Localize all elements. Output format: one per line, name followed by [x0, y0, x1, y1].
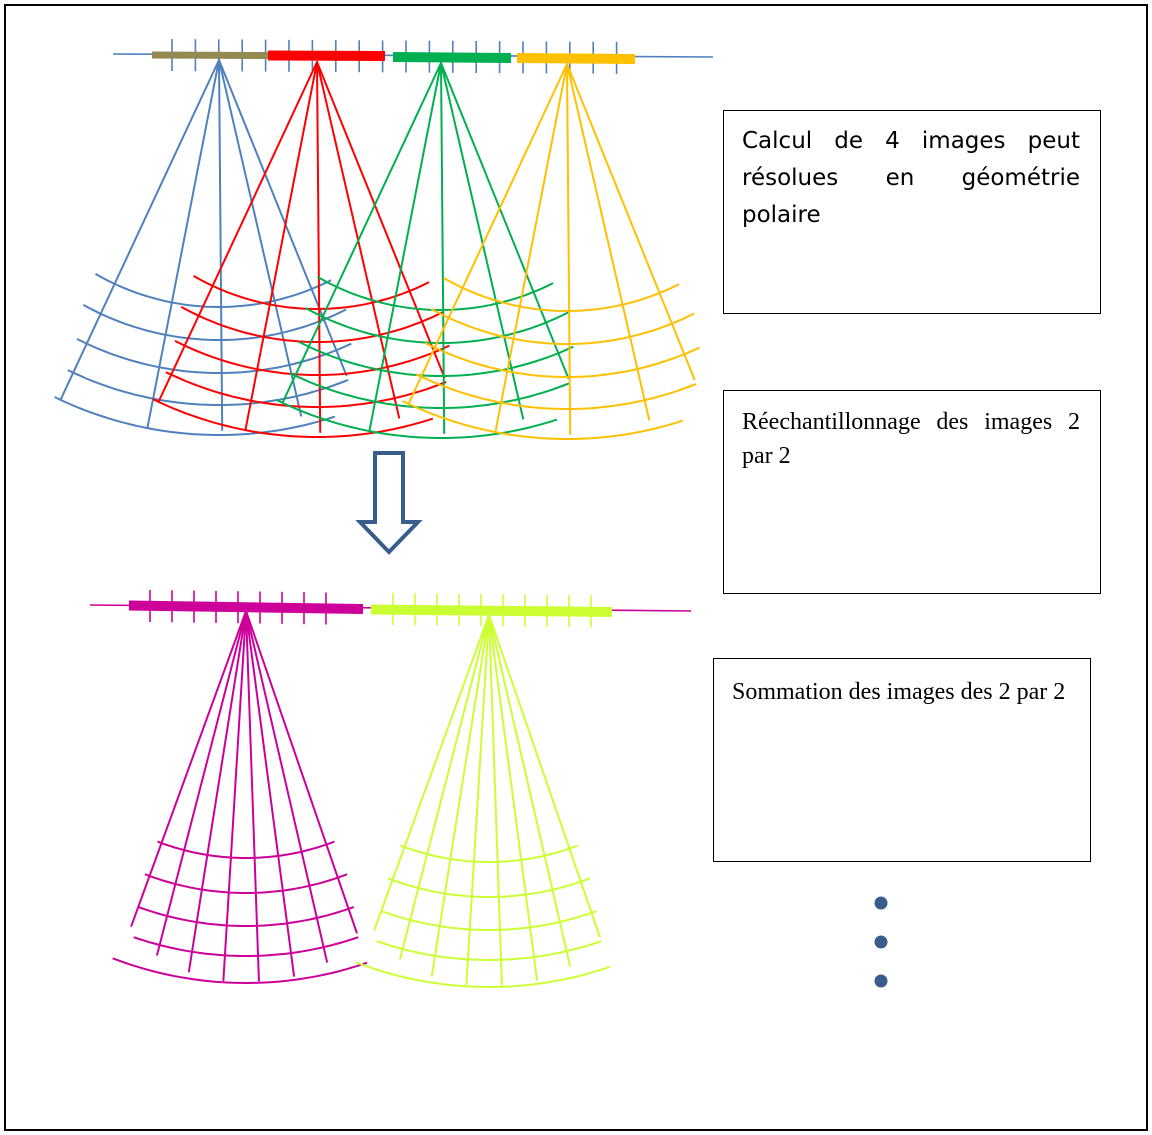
- top-segment-red: [267, 50, 386, 61]
- fan-arc: [144, 873, 348, 894]
- bottom-segment-lime: [370, 604, 613, 617]
- fan-arc: [443, 277, 680, 313]
- fan-arc: [289, 372, 571, 409]
- polar-image-blue: [54, 59, 352, 436]
- fan-arc: [424, 342, 700, 378]
- fan-ray: [130, 610, 247, 927]
- fan-ray: [430, 614, 490, 977]
- fan-ray: [222, 610, 247, 982]
- fan-ray: [218, 59, 224, 431]
- fan-arc: [67, 369, 349, 406]
- summed-image-lime: [355, 614, 611, 989]
- text-sommation: Sommation des images des 2 par 2: [732, 679, 1066, 705]
- fan-arc: [54, 396, 336, 436]
- text-box-calcul: Calcul de 4 images peut résolues en géom…: [723, 110, 1101, 314]
- fan-arc: [380, 910, 598, 931]
- polar-image-red: [152, 61, 450, 438]
- fan-ray: [488, 614, 538, 981]
- fan-ray: [465, 614, 490, 986]
- summed-image-magenta: [112, 610, 368, 985]
- fan-ray: [440, 62, 570, 380]
- fan-arc: [152, 398, 434, 438]
- fan-arc: [317, 276, 554, 312]
- fan-ray: [218, 59, 303, 417]
- fan-ray: [316, 61, 322, 433]
- fan-ray: [440, 62, 446, 434]
- fan-arc: [402, 400, 684, 440]
- fan-ray: [566, 63, 696, 381]
- text-box-sommation: Sommation des images des 2 par 2: [713, 658, 1091, 862]
- fan-ray: [566, 63, 651, 421]
- fan-ray: [245, 610, 295, 977]
- fan-ray: [245, 610, 328, 963]
- fan-ray: [59, 59, 220, 401]
- text-box-reechantillonnage: Réechantillonnage des images 2 par 2: [723, 390, 1101, 594]
- fan-arc: [95, 273, 332, 309]
- fan-arc: [193, 275, 430, 311]
- polar-image-orange: [402, 63, 700, 440]
- fan-arc: [376, 940, 602, 961]
- fan-arc: [180, 306, 445, 343]
- fan-arc: [137, 906, 355, 927]
- fan-ray: [245, 610, 260, 982]
- top-segment-olive: [151, 51, 269, 59]
- fan-ray: [488, 614, 503, 986]
- fan-ray: [156, 610, 247, 956]
- fan-arc: [298, 341, 574, 377]
- fan-ray: [407, 63, 568, 405]
- fan-ray: [373, 614, 490, 931]
- fan-ray: [399, 614, 490, 960]
- fan-arc: [174, 340, 450, 376]
- top-segment-orange: [516, 53, 636, 64]
- down-arrow-icon: [355, 451, 423, 555]
- bottom-segment-magenta: [128, 600, 364, 614]
- fan-ray: [187, 610, 247, 973]
- fan-arc: [82, 304, 347, 341]
- fan-arc: [304, 307, 569, 344]
- continuation-dots-icon: [874, 896, 888, 988]
- fan-ray: [218, 59, 348, 377]
- top-segment-green: [392, 52, 512, 63]
- fan-arc: [157, 840, 335, 859]
- fan-arc: [415, 373, 697, 410]
- fan-arc: [133, 936, 359, 957]
- text-reechantillonnage: Réechantillonnage des images 2 par 2: [742, 409, 1080, 469]
- fan-arc: [387, 877, 591, 898]
- fan-ray: [488, 614, 571, 967]
- polar-image-green: [276, 62, 574, 439]
- fan-ray: [488, 614, 601, 938]
- fan-arc: [112, 957, 368, 985]
- text-calcul: Calcul de 4 images peut résolues en géom…: [742, 128, 1080, 228]
- fan-arc: [76, 338, 352, 374]
- fan-ray: [245, 610, 358, 934]
- fan-ray: [316, 61, 446, 379]
- fan-ray: [566, 63, 572, 435]
- fan-arc: [165, 371, 447, 408]
- fan-ray: [157, 61, 318, 403]
- fan-arc: [400, 844, 578, 863]
- fan-arc: [355, 961, 611, 989]
- fan-arc: [430, 308, 695, 345]
- fan-arc: [276, 399, 558, 439]
